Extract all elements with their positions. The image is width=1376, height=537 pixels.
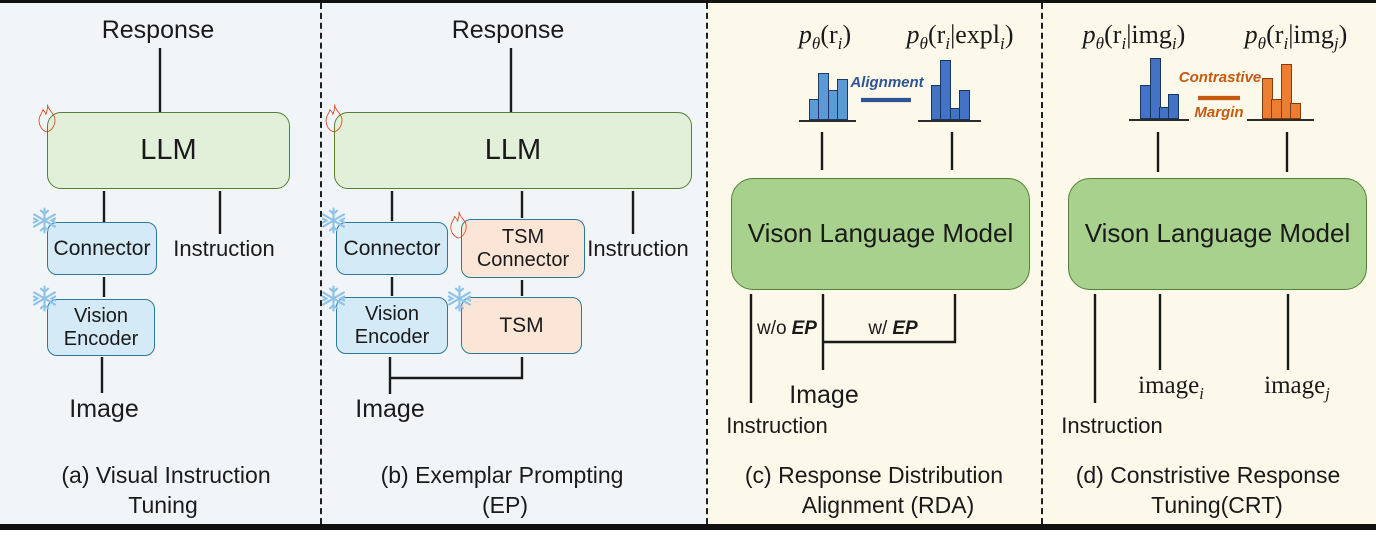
- margin-label: Margin: [1194, 104, 1244, 121]
- histogram-p-ri: [799, 71, 856, 122]
- contrastive-label: Contrastive: [1178, 69, 1262, 86]
- connector-box-b: Connector: [336, 222, 448, 275]
- divider-a-b: [320, 3, 322, 524]
- flame-icon: [34, 103, 60, 134]
- histogram-p-ri-expl: [918, 58, 981, 122]
- caption-a-line2: Tuning: [128, 492, 198, 518]
- dist-label-p-ri: pθ(ri): [798, 20, 852, 54]
- image-label-b: Image: [355, 395, 425, 423]
- tsm-box-b: TSM: [461, 297, 582, 354]
- caption-d-line2: Tuning(CRT): [1151, 492, 1283, 518]
- divider-b-c: [706, 3, 708, 524]
- dist-label-p-ri-expl: pθ(ri|expli): [906, 20, 1014, 54]
- caption-c-line2: Alignment (RDA): [801, 492, 975, 518]
- flame-icon: [321, 103, 347, 134]
- dist-label-p-ri-img-j: pθ(ri|imgj): [1244, 20, 1348, 54]
- alignment-label: Alignment: [850, 74, 924, 91]
- llm-box-b: LLM: [334, 112, 692, 189]
- arrow-w-ep-branch-c: [823, 294, 957, 344]
- instruction-label-c: Instruction: [726, 413, 828, 438]
- caption-d-line1: (d) Constristive Response: [1075, 462, 1341, 488]
- caption-c-line1: (c) Response Distribution: [744, 462, 1004, 488]
- histogram-p-ri-img-i: [1129, 56, 1189, 121]
- image-label-c: Image: [789, 381, 859, 409]
- response-label-b: Response: [451, 16, 565, 44]
- snowflake-icon: [31, 207, 58, 234]
- caption-b-line2: (EP): [482, 492, 528, 518]
- flame-icon: [446, 210, 471, 240]
- snowflake-icon: [320, 207, 347, 234]
- instruction-label-d: Instruction: [1061, 413, 1163, 438]
- dist-label-p-ri-img-i: pθ(ri|imgi): [1082, 20, 1186, 54]
- image-j-label: imagej: [1264, 372, 1330, 403]
- image-i-label: imagei: [1138, 372, 1204, 403]
- top-rule: [0, 0, 1376, 3]
- w-ep-label: w/EP: [868, 318, 918, 339]
- connector-box-a: Connector: [47, 222, 157, 275]
- arrow-image-to-tsm-b: [390, 357, 524, 380]
- caption-b-line1: (b) Exemplar Prompting: [380, 462, 624, 488]
- histogram-p-ri-img-j: [1247, 62, 1314, 121]
- snowflake-icon: [31, 285, 58, 312]
- response-label-a: Response: [101, 16, 215, 44]
- instruction-label-a: Instruction: [173, 236, 275, 261]
- llm-box-a: LLM: [47, 112, 290, 189]
- bottom-rule: [0, 524, 1376, 530]
- image-label-a: Image: [69, 395, 139, 423]
- vlm-box-c: Vison Language Model: [731, 178, 1030, 290]
- caption-a-line1: (a) Visual Instruction: [61, 462, 271, 488]
- snowflake-icon: [320, 285, 347, 312]
- vlm-box-d: Vison Language Model: [1068, 178, 1367, 290]
- snowflake-icon: [446, 285, 473, 312]
- instruction-label-b: Instruction: [587, 236, 689, 261]
- divider-c-d: [1041, 3, 1043, 524]
